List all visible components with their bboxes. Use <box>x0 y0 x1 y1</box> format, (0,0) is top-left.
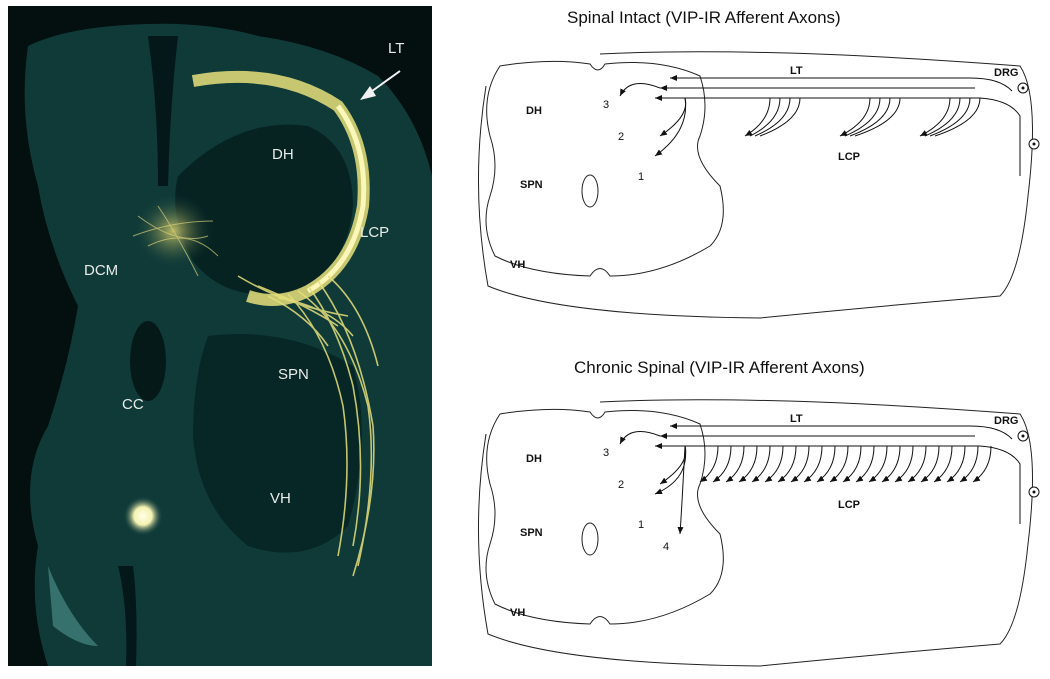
intact-schematic: LT DRG DH LCP SPN VH 3 2 1 <box>477 51 1040 319</box>
lateral-collateral-fibers <box>237 275 379 577</box>
chronic-number-1: 1 <box>638 519 644 531</box>
chronic-collateral-branch <box>751 445 771 483</box>
ventral-edge <box>48 566 98 646</box>
micrograph-image <box>24 23 432 666</box>
chronic-number-2: 2 <box>618 479 624 491</box>
intact-label-lcp: LCP <box>838 151 860 163</box>
intact-diagram: LT DRG DH LCP SPN VH 3 2 1 <box>460 36 1040 331</box>
chronic-collateral-branch <box>881 445 901 483</box>
intact-central-canal <box>581 174 599 208</box>
chronic-collateral-branch <box>894 445 914 483</box>
ventral-fissure <box>118 566 137 666</box>
micro-label-dcm: DCM <box>84 262 119 279</box>
chronic-collateral-branch <box>803 445 823 483</box>
chronic-label-spn: SPN <box>520 527 543 539</box>
central-canal <box>130 321 166 401</box>
chronic-collateral-branch <box>959 445 979 483</box>
chronic-collateral-branch <box>829 445 849 483</box>
lcp-bright-band <box>306 104 367 294</box>
intact-lcp-collaterals <box>619 83 981 157</box>
intact-outer-edge <box>477 85 761 319</box>
chronic-cylinder <box>599 399 1033 667</box>
intact-cross-section <box>485 60 724 277</box>
micro-label-dh: DH <box>272 146 294 163</box>
chronic-collateral-branch <box>920 445 940 483</box>
chronic-label-vh: VH <box>510 607 525 619</box>
chronic-central-canal <box>581 522 599 556</box>
intact-diagram-title: Spinal Intact (VIP-IR Afferent Axons) <box>567 8 841 27</box>
micro-label-lt: LT <box>388 40 405 57</box>
chronic-diagram-title: Chronic Spinal (VIP-IR Afferent Axons) <box>574 358 865 377</box>
micrograph-panel: LT DH LCP DCM SPN CC VH <box>8 6 432 666</box>
chronic-collateral-branch <box>725 445 745 483</box>
intact-label-drg: DRG <box>994 67 1018 79</box>
intact-cylinder <box>599 51 1033 319</box>
chronic-collateral-branch <box>777 445 797 483</box>
chronic-number-3: 3 <box>603 447 609 459</box>
micro-label-cc: CC <box>122 396 144 413</box>
chronic-collateral-branch <box>868 445 888 483</box>
dcm-cluster <box>133 193 213 269</box>
chronic-diagram: LT DRG DH LCP SPN VH 3 2 1 4 <box>460 384 1040 679</box>
chronic-label-dh: DH <box>526 453 542 465</box>
chronic-collateral-branch <box>972 445 992 483</box>
chronic-collateral-branch <box>738 445 758 483</box>
ventral-horn-region <box>193 334 362 553</box>
chronic-lcp-collaterals <box>619 431 992 535</box>
dorsal-horn-region <box>175 124 353 295</box>
chronic-collateral-branch <box>816 445 836 483</box>
chronic-label-drg: DRG <box>994 415 1018 427</box>
micro-label-lcp: LCP <box>360 224 390 241</box>
chronic-collateral-branch <box>712 445 732 483</box>
intact-label-lt: LT <box>790 65 803 77</box>
chronic-schematic: LT DRG DH LCP SPN VH 3 2 1 4 <box>477 399 1040 667</box>
chronic-collateral-branch <box>842 445 862 483</box>
lt-arrowhead <box>360 86 376 100</box>
bright-spot <box>123 496 163 536</box>
micro-label-vh: VH <box>270 490 291 507</box>
intact-label-vh: VH <box>510 259 525 271</box>
dorsal-fissure <box>148 36 178 186</box>
chronic-collateral-branch <box>699 445 719 483</box>
lt-arrow <box>367 70 401 95</box>
intact-label-spn: SPN <box>520 179 543 191</box>
chronic-collateral-branch <box>907 445 927 483</box>
chronic-collateral-branch <box>764 445 784 483</box>
chronic-number-4: 4 <box>663 541 669 553</box>
intact-number-2: 2 <box>618 131 624 143</box>
chronic-outer-edge <box>477 433 761 667</box>
intact-number-3: 3 <box>603 99 609 111</box>
micro-label-spn: SPN <box>278 366 309 383</box>
chronic-label-lcp: LCP <box>838 499 860 511</box>
chronic-label-lt: LT <box>790 413 803 425</box>
intact-number-1: 1 <box>638 171 644 183</box>
chronic-collateral-branch <box>855 445 875 483</box>
intact-label-dh: DH <box>526 105 542 117</box>
dcm-fibers <box>132 205 219 277</box>
chronic-collateral-branch <box>790 445 810 483</box>
intact-lt-fibers <box>655 75 1021 176</box>
chronic-collateral-branch <box>933 445 953 483</box>
chronic-collateral-branch <box>946 445 966 483</box>
chronic-cross-section <box>485 408 724 625</box>
